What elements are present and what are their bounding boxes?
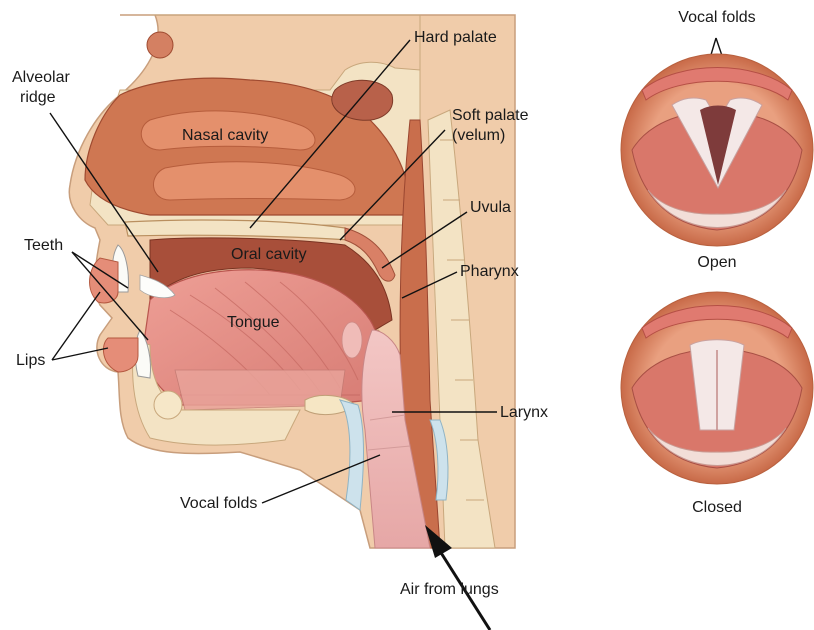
label-nasal-cavity: Nasal cavity: [182, 126, 268, 145]
label-teeth: Teeth: [24, 236, 63, 255]
label-alveolar-ridge-line1: Alveolar: [12, 68, 70, 87]
label-larynx: Larynx: [500, 403, 548, 422]
label-vocal-folds-inset: Vocal folds: [663, 8, 771, 27]
label-closed: Closed: [680, 498, 754, 517]
label-uvula: Uvula: [470, 198, 511, 217]
head-cross-section: [69, 15, 515, 548]
label-soft-palate-line1: Soft palate: [452, 106, 529, 125]
label-hard-palate: Hard palate: [414, 28, 497, 47]
label-lips: Lips: [16, 351, 45, 370]
vocal-folds-closed-view: [621, 292, 813, 484]
upper-lip: [90, 258, 118, 303]
label-soft-palate-line2: (velum): [452, 126, 505, 145]
label-open: Open: [680, 253, 754, 272]
label-tongue: Tongue: [227, 313, 280, 332]
sphenoid-sinus: [332, 80, 393, 120]
label-alveolar-ridge-line2: ridge: [20, 88, 56, 107]
label-air-from-lungs: Air from lungs: [400, 580, 499, 599]
label-pharynx: Pharynx: [460, 262, 519, 281]
label-vocal-folds: Vocal folds: [180, 494, 257, 513]
vocal-folds-open-view: [621, 54, 813, 246]
label-oral-cavity: Oral cavity: [231, 245, 307, 264]
